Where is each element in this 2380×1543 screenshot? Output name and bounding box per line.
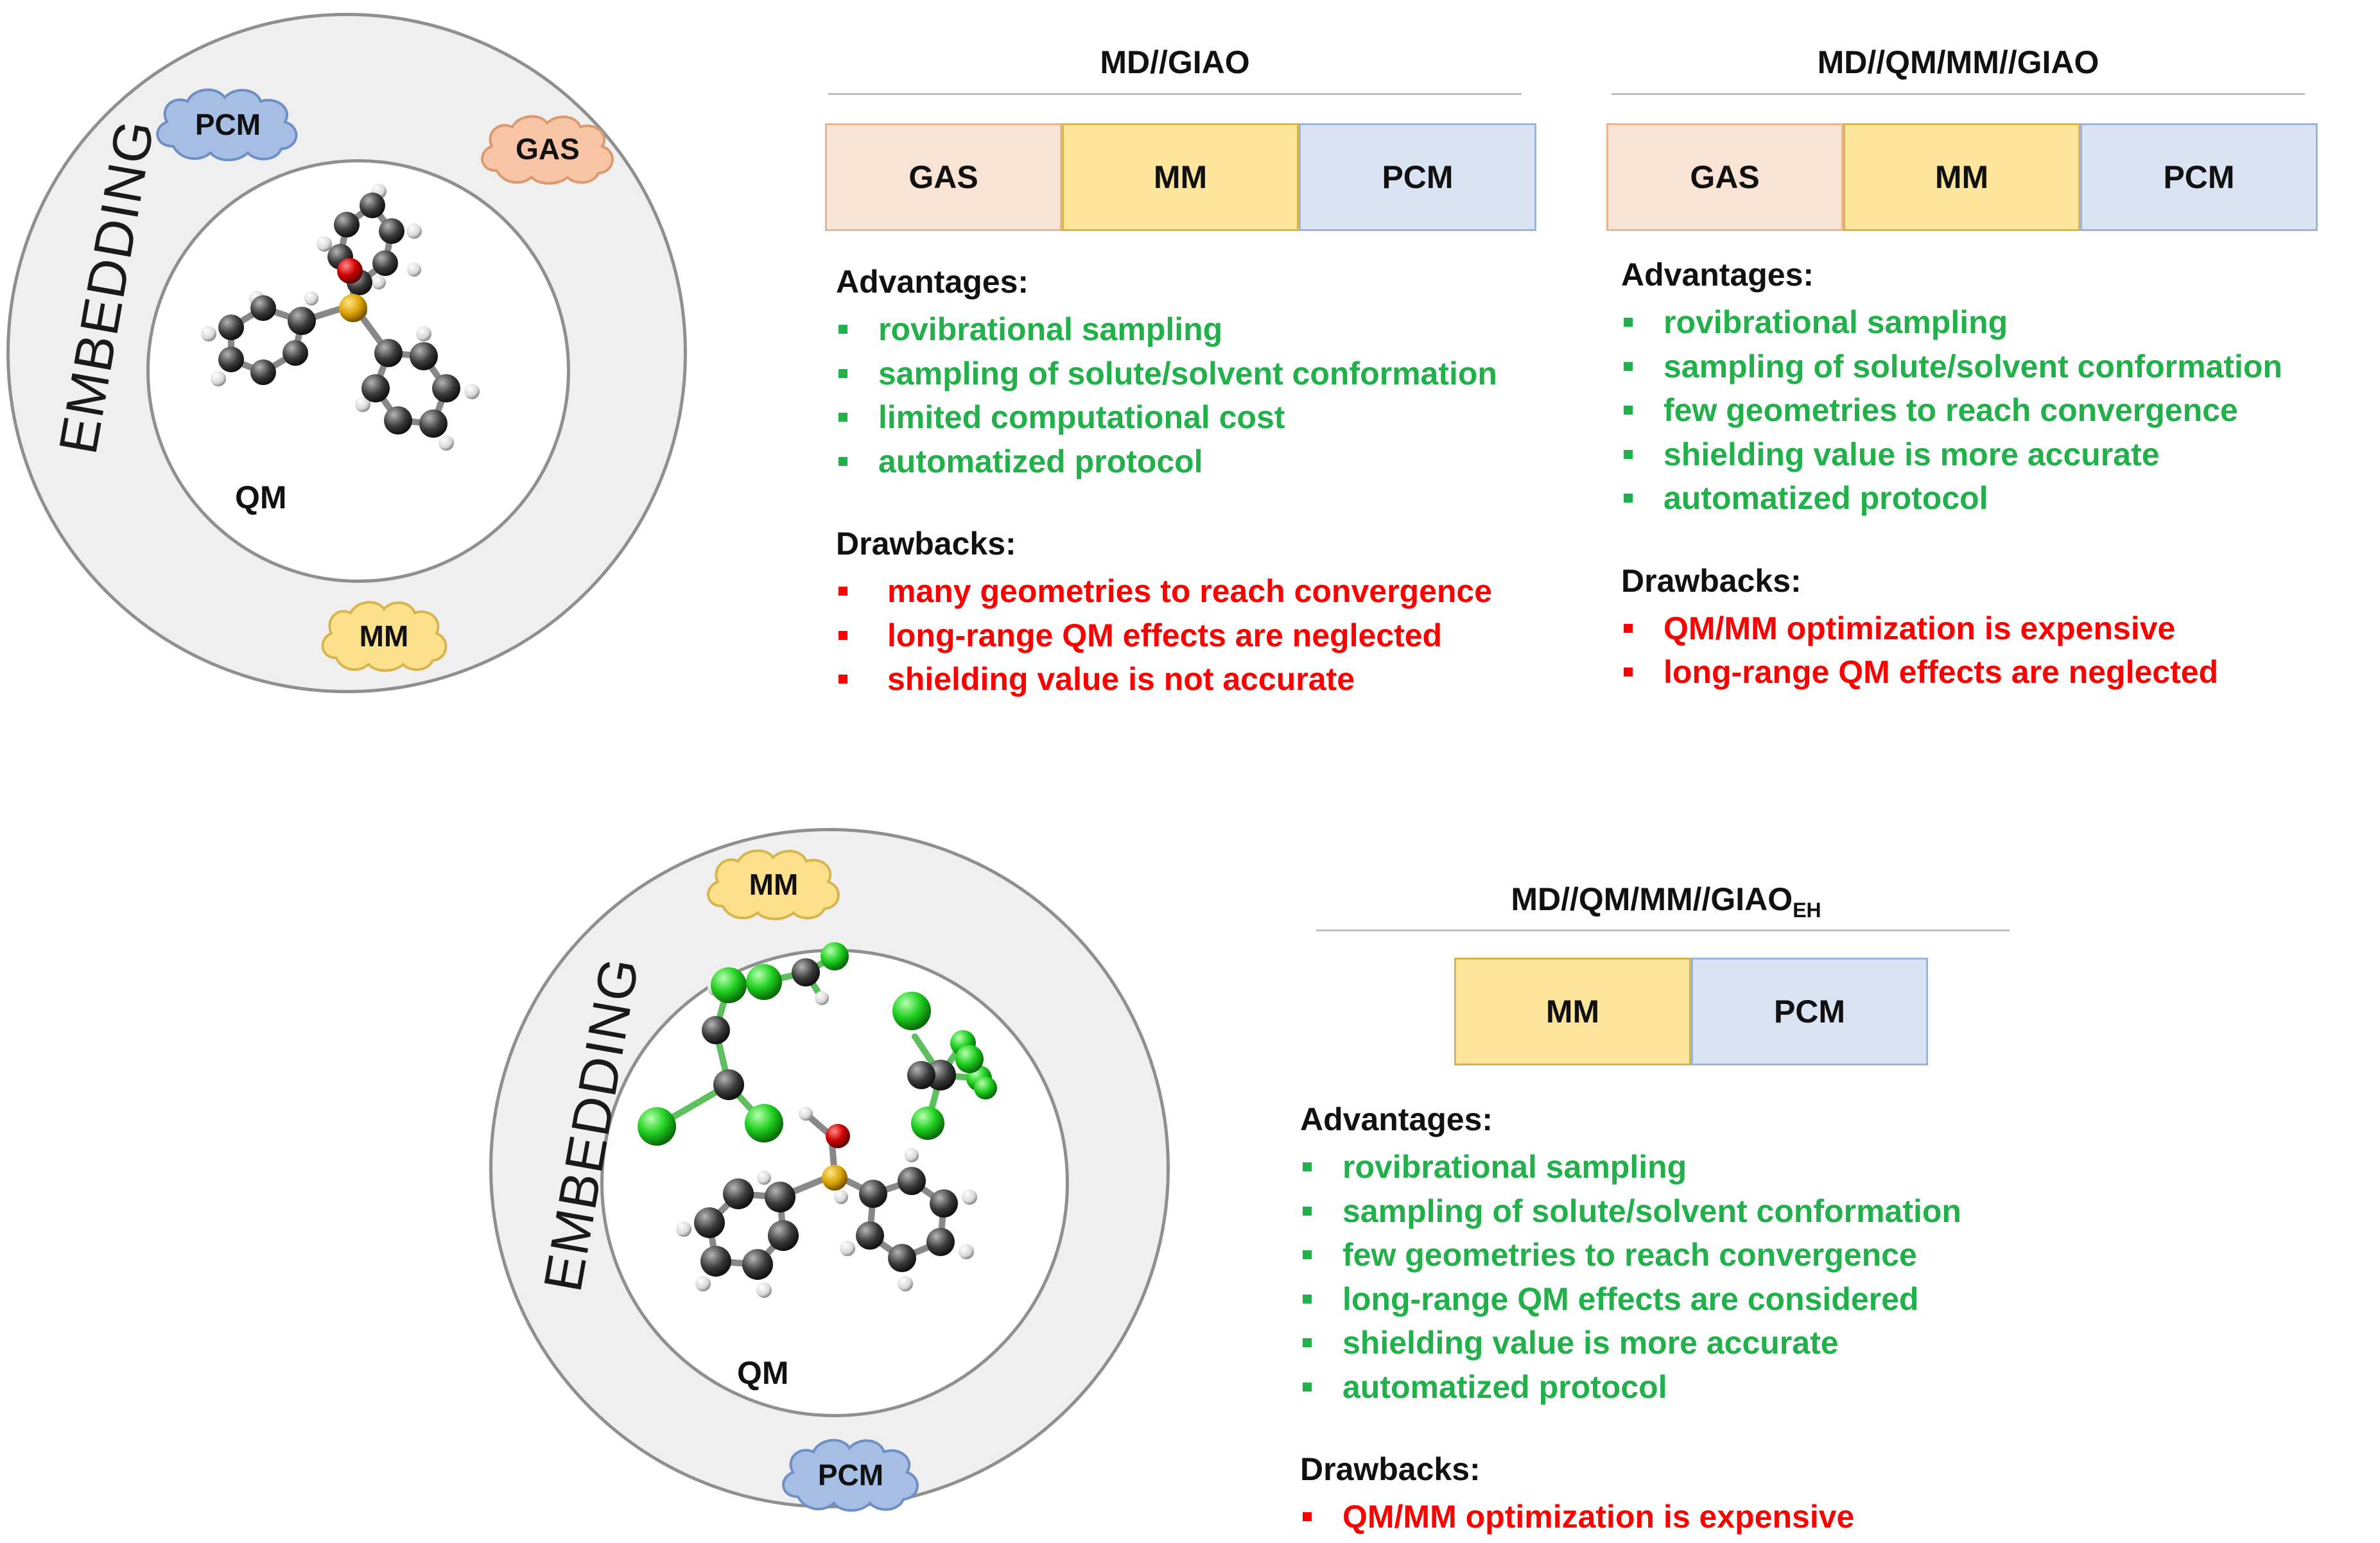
drawback-item: QM/MM optimization is expensive bbox=[1621, 607, 2282, 651]
advantage-item: sampling of solute/solvent conformation bbox=[836, 352, 1497, 396]
advantages-heading: Advantages: bbox=[836, 264, 1029, 300]
drawbacks-heading: Drawbacks: bbox=[1300, 1451, 1481, 1487]
panel-2-title: MD//QM/MM//GIAO bbox=[1817, 44, 2099, 80]
advantage-item: sampling of solute/solvent conformation bbox=[1621, 345, 2282, 389]
drawback-item: shielding value is not accurate bbox=[836, 657, 1497, 702]
segment-pcm: PCM bbox=[2080, 123, 2318, 231]
advantage-item: few geometries to reach convergence bbox=[1300, 1233, 1961, 1277]
segment-pcm: PCM bbox=[1691, 958, 1928, 1065]
molecule-top bbox=[201, 184, 480, 451]
advantage-item: shielding value is more accurate bbox=[1300, 1321, 1961, 1365]
panel-2-bar: GAS MM PCM bbox=[1606, 123, 2318, 231]
panel-2-rule bbox=[1611, 93, 2305, 95]
segment-gas: GAS bbox=[1606, 123, 1843, 231]
panel-1-title: MD//GIAO bbox=[1100, 44, 1250, 80]
qm-label-top: QM bbox=[235, 479, 287, 515]
advantage-item: sampling of solute/solvent conformation bbox=[1300, 1189, 1961, 1234]
panel-1-lists: Advantages: rovibrational sampling sampl… bbox=[836, 260, 1497, 702]
advantages-heading: Advantages: bbox=[1621, 257, 1814, 293]
drawbacks-heading: Drawbacks: bbox=[1621, 562, 1802, 599]
drawback-item: QM/MM optimization is expensive bbox=[1300, 1495, 1961, 1539]
drawback-item: long-range QM effects are neglected bbox=[836, 614, 1497, 658]
cloud-mm-bottom: MM bbox=[707, 849, 840, 920]
panel-2-lists: Advantages: rovibrational sampling sampl… bbox=[1621, 253, 2282, 694]
cloud-pcm-top-label: PCM bbox=[195, 108, 261, 141]
advantage-item: automatized protocol bbox=[1621, 476, 2282, 521]
advantage-item: rovibrational sampling bbox=[1300, 1145, 1961, 1189]
drawback-item: long-range QM effects are neglected bbox=[1621, 650, 2282, 694]
advantage-item: few geometries to reach convergence bbox=[1621, 388, 2282, 433]
advantage-item: shielding value is more accurate bbox=[1621, 433, 2282, 477]
segment-mm: MM bbox=[1454, 958, 1691, 1065]
segment-gas: GAS bbox=[825, 123, 1062, 231]
panel-3-title-main: MD//QM/MM//GIAO bbox=[1511, 881, 1793, 917]
qm-label-bottom: QM bbox=[737, 1355, 789, 1391]
panel-3-title: MD//QM/MM//GIAOEH bbox=[1316, 881, 2016, 922]
advantage-item: automatized protocol bbox=[836, 440, 1497, 484]
panel-3-bar: MM PCM bbox=[1454, 958, 1928, 1065]
segment-mm: MM bbox=[1062, 123, 1299, 231]
segment-pcm: PCM bbox=[1299, 123, 1536, 231]
advantage-item: long-range QM effects are considered bbox=[1300, 1277, 1961, 1322]
cloud-mm-top-label: MM bbox=[360, 619, 409, 653]
drawbacks-heading: Drawbacks: bbox=[836, 526, 1016, 562]
advantage-item: limited computational cost bbox=[836, 395, 1497, 440]
cloud-gas-top: GAS bbox=[481, 115, 614, 185]
cloud-mm-bottom-label: MM bbox=[749, 868, 799, 901]
advantage-item: automatized protocol bbox=[1300, 1365, 1961, 1409]
drawback-item: many geometries to reach convergence bbox=[836, 569, 1497, 614]
panel-1-bar: GAS MM PCM bbox=[825, 123, 1536, 231]
panel-1-rule bbox=[828, 93, 1522, 95]
advantage-item: rovibrational sampling bbox=[1621, 300, 2282, 345]
panel-3-rule bbox=[1316, 929, 2010, 931]
cloud-gas-top-label: GAS bbox=[516, 132, 580, 166]
molecule-bottom bbox=[638, 942, 997, 1298]
advantage-item: rovibrational sampling bbox=[836, 307, 1497, 352]
panel-3-lists: Advantages: rovibrational sampling sampl… bbox=[1300, 1098, 1961, 1539]
panel-3-title-sub: EH bbox=[1793, 899, 1821, 922]
cloud-pcm-bottom: PCM bbox=[782, 1438, 919, 1512]
cloud-pcm-bottom-label: PCM bbox=[818, 1458, 883, 1492]
advantages-heading: Advantages: bbox=[1300, 1101, 1493, 1137]
segment-mm: MM bbox=[1843, 123, 2080, 231]
cloud-mm-top: MM bbox=[321, 601, 447, 672]
cloud-pcm-top: PCM bbox=[156, 89, 298, 162]
